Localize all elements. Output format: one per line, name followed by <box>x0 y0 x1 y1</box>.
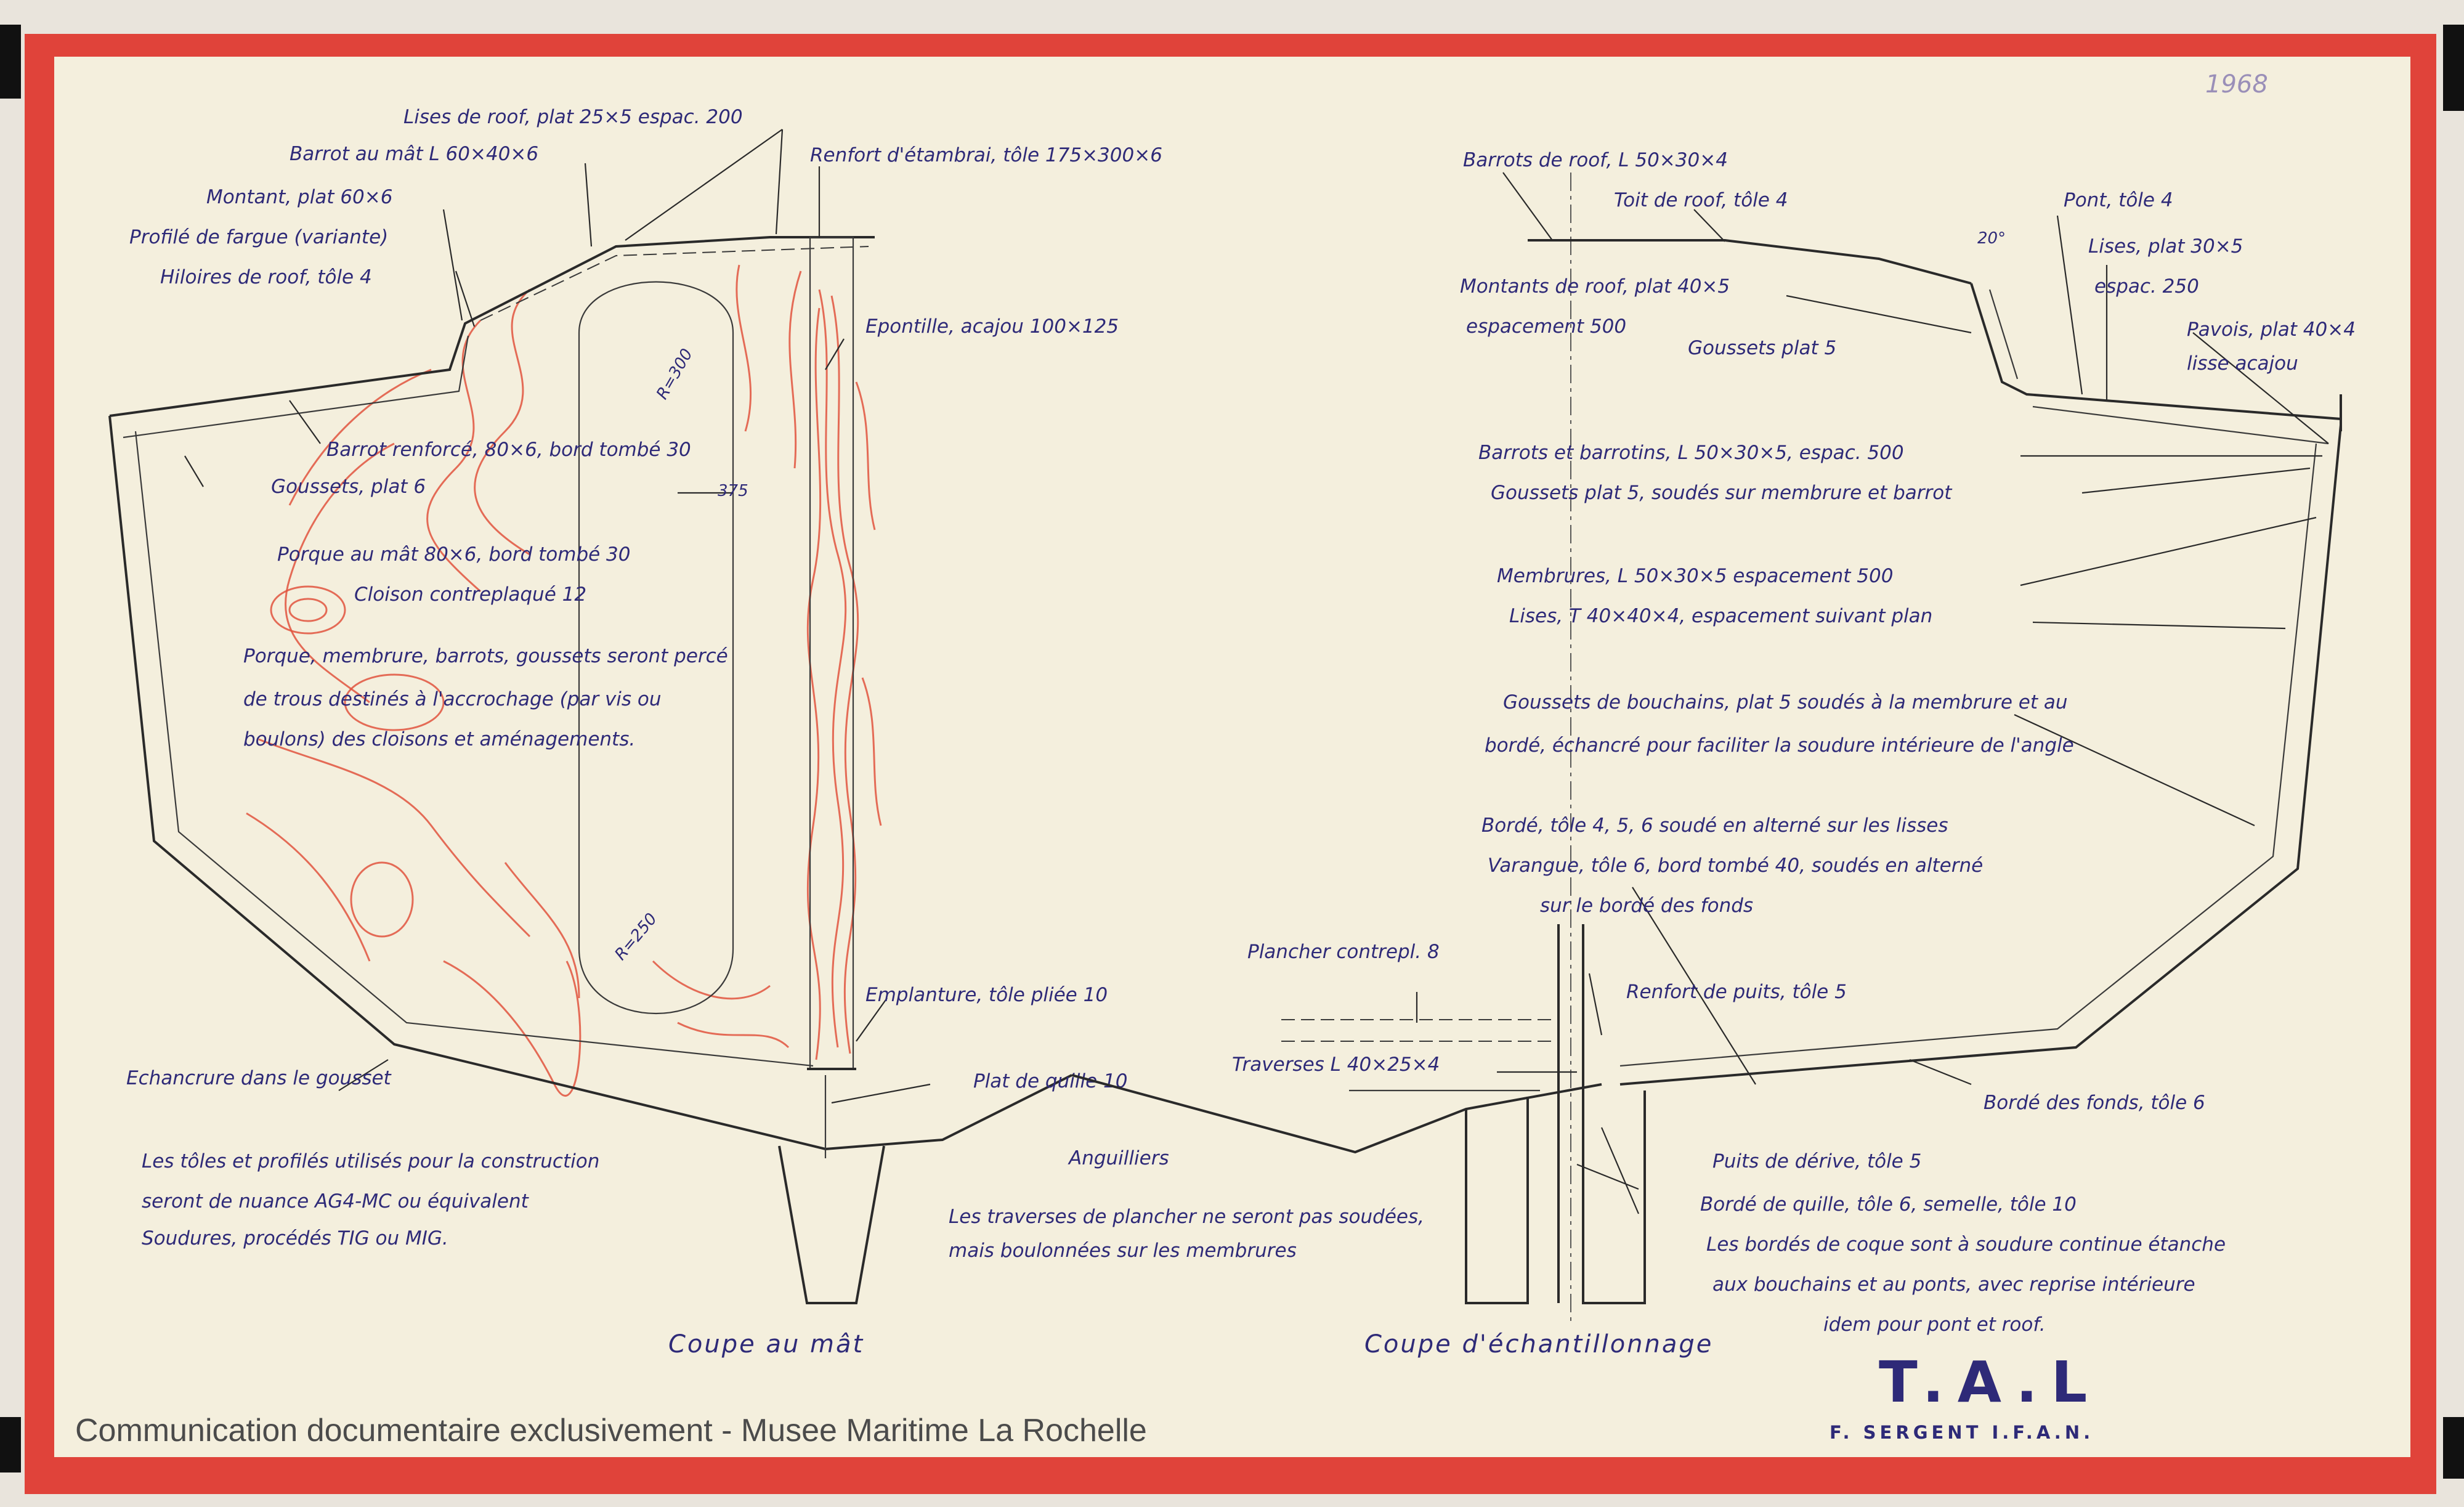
label-gusset-notch: Echancrure dans le gousset <box>126 1067 392 1089</box>
binding-clip-bottom-left <box>0 1417 21 1472</box>
label-beams-half-beams: Barrots et barrotins, L 50×30×5, espac. … <box>1478 442 1904 464</box>
label-centerboard-trunk: Puits de dérive, tôle 5 <box>1712 1150 1921 1172</box>
mast-section-hull-outline <box>108 415 1072 1151</box>
label-material-note-2: seront de nuance AG4-MC ou équivalent <box>142 1190 530 1213</box>
mast-section-frame-line <box>134 431 814 1067</box>
binding-clip-bottom-right <box>2443 1417 2464 1479</box>
binding-clip-top-right <box>2443 25 2464 111</box>
label-plywood-bulkhead: Cloison contreplaqué 12 <box>354 583 586 606</box>
label-material-note-1: Les tôles et profilés utilisés pour la c… <box>142 1150 599 1172</box>
label-roof-lises: Lises de roof, plat 25×5 espac. 200 <box>403 106 743 128</box>
scantling-hull-side <box>1619 424 2342 1086</box>
label-roof-coaming: Hiloires de roof, tôle 4 <box>160 266 372 288</box>
label-gussets-welded: Goussets plat 5, soudés sur membrure et … <box>1491 482 1953 504</box>
label-floor-traverses: Traverses L 40×25×4 <box>1232 1054 1440 1076</box>
label-shell-welding-1: Les bordés de coque sont à soudure conti… <box>1706 1233 2226 1256</box>
label-shell-plating: Bordé, tôle 4, 5, 6 soudé en alterné sur… <box>1481 814 1948 837</box>
binding-clip-top-left <box>0 25 21 99</box>
label-chine-gussets-1: Goussets de bouchains, plat 5 soudés à l… <box>1503 691 2068 713</box>
label-drilling-note-2: de trous destinés à l'accrochage (par vi… <box>243 688 662 710</box>
label-reinforced-beam: Barrot renforcé, 80×6, bord tombé 30 <box>326 439 691 461</box>
label-frames: Membrures, L 50×30×5 espacement 500 <box>1497 565 1893 587</box>
label-lises-spacing: espac. 250 <box>2094 275 2199 298</box>
leaders-left <box>184 129 931 1104</box>
mast-section-keel-fin <box>778 1145 885 1304</box>
label-floor-note-1: Les traverses de plancher ne seront pas … <box>949 1206 1424 1228</box>
label-drilling-note-3: boulons) des cloisons et aménagements. <box>243 728 635 750</box>
label-keel-plating: Bordé de quille, tôle 6, semelle, tôle 1… <box>1700 1193 2077 1216</box>
labels-mast-section: Lises de roof, plat 25×5 espac. 200 Barr… <box>126 106 1162 1249</box>
label-mast-beam: Barrot au mât L 60×40×6 <box>290 143 538 165</box>
label-bulwark: Pavois, plat 40×4 <box>2187 319 2356 341</box>
label-floors-1: Varangue, tôle 6, bord tombé 40, soudés … <box>1488 855 1983 877</box>
label-deck-plate: Pont, tôle 4 <box>2064 189 2173 211</box>
roof-camber-angle: 20° <box>1977 229 2006 248</box>
bulkhead-opening <box>578 281 734 1015</box>
label-stanchion-montant: Montant, plat 60×6 <box>206 186 392 208</box>
keel-skeg-left <box>1465 1097 1529 1304</box>
scantling-roof <box>1528 239 1972 285</box>
label-roof-beams: Barrots de roof, L 50×30×4 <box>1463 149 1728 171</box>
scantling-bottom-center <box>1071 1074 1602 1154</box>
scantling-roof-side <box>1970 283 2341 420</box>
label-lises-tee: Lises, T 40×40×4, espacement suivant pla… <box>1509 605 1932 627</box>
section-title-mast: Coupe au mât <box>668 1330 864 1359</box>
label-lises-flat: Lises, plat 30×5 <box>2088 235 2243 258</box>
label-welding-note: Soudures, procédés TIG ou MIG. <box>142 1227 448 1249</box>
section-title-scantling: Coupe d'échantillonnage <box>1364 1330 1713 1359</box>
label-anguilliers: Anguilliers <box>1068 1147 1169 1169</box>
label-drilling-note-1: Porque, membrure, barrots, goussets sero… <box>243 645 728 667</box>
mast-section-deck-beam <box>123 335 469 439</box>
label-shell-welding-2: aux bouchains et au ponts, avec reprise … <box>1712 1273 2195 1296</box>
label-gussets: Goussets, plat 6 <box>271 476 426 498</box>
label-floor-note-2: mais boulonnées sur les membrures <box>949 1240 1297 1262</box>
label-mahogany-rail: lisse acajou <box>2187 352 2298 375</box>
paper <box>54 57 2410 1457</box>
label-roof-uprights: Montants de roof, plat 40×5 <box>1460 275 1730 298</box>
label-upright-spacing: espacement 500 <box>1466 315 1626 338</box>
leaders-right <box>1416 172 2329 1214</box>
mast-section-deck <box>109 236 875 417</box>
label-shell-welding-3: idem pour pont et roof. <box>1823 1314 2046 1336</box>
label-roof-top: Toit de roof, tôle 4 <box>1614 189 1788 211</box>
label-gussets-flat-5: Goussets plat 5 <box>1688 337 1836 359</box>
label-floor-plywood: Plancher contrepl. 8 <box>1247 941 1440 963</box>
label-trunk-reinforcement: Renfort de puits, tôle 5 <box>1626 981 1847 1003</box>
designer-signature: F. SERGENT I.F.A.N. <box>1830 1422 2094 1443</box>
scantling-frame-line <box>1619 443 2317 1067</box>
keel-skeg-right <box>1582 1091 1646 1304</box>
label-floors-2: sur le bordé des fonds <box>1540 895 1753 917</box>
floor-plywood-line <box>1281 1019 1552 1042</box>
scantling-deck-beam <box>1988 289 2329 445</box>
mast-section-roof-lises <box>480 246 869 321</box>
drawing-title: T.A.L <box>1879 1349 2101 1415</box>
label-web-frame: Porque au mât 80×6, bord tombé 30 <box>277 543 631 566</box>
label-bottom-plating: Bordé des fonds, tôle 6 <box>1984 1092 2205 1114</box>
label-chine-gussets-2: bordé, échancré pour faciliter la soudur… <box>1485 734 2074 757</box>
archive-watermark: Communication documentaire exclusivement… <box>75 1413 1147 1448</box>
year-note: 1968 <box>2205 70 2268 99</box>
label-mast-step: Emplanture, tôle pliée 10 <box>865 984 1108 1006</box>
labels-scantling-section: Barrots de roof, L 50×30×4 Toit de roof,… <box>1460 149 2356 1336</box>
bulkhead-grain-hatching <box>246 264 882 1097</box>
label-fargue-profile: Profilé de fargue (variante) <box>129 226 388 248</box>
width-dimension: 375 <box>718 482 748 500</box>
label-keel-flat: Plat de quille 10 <box>973 1070 1127 1092</box>
label-pillar: Epontille, acajou 100×125 <box>865 315 1119 338</box>
section-scantling: 20° <box>1071 172 2342 1325</box>
label-partner-reinforcement: Renfort d'étambrai, tôle 175×300×6 <box>810 144 1162 166</box>
labels-center: Anguilliers Les traverses de plancher ne… <box>949 941 1440 1262</box>
